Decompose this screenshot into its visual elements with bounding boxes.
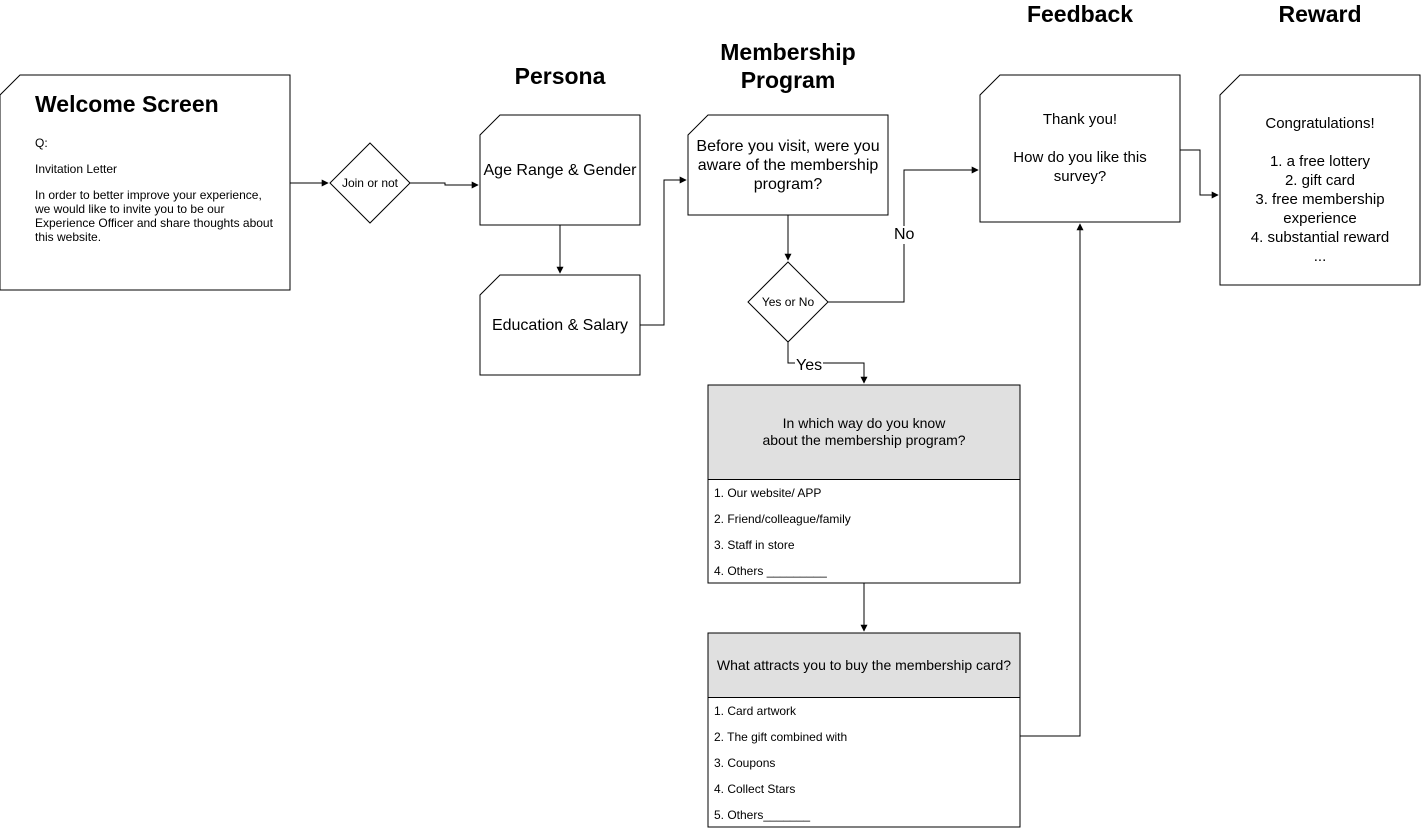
list-item: 2. The gift combined with [714, 730, 848, 744]
attract-list: 1. Card artwork 2. The gift combined wit… [708, 697, 1020, 827]
reward-card: Congratulations! 1. a free lottery 2. gi… [1250, 115, 1390, 265]
welcome-subtitle: Invitation Letter [35, 162, 118, 176]
heading-reward: Reward [1278, 1, 1362, 27]
know-list-header: In which way do you know about the membe… [762, 415, 966, 448]
education-salary-card: Education & Salary [491, 316, 629, 334]
edge-label-no: No [893, 226, 916, 244]
heading-persona: Persona [514, 63, 606, 89]
age-gender-card: Age Range & Gender [483, 161, 637, 179]
yes-no-decision-label: Yes or No [761, 295, 815, 309]
welcome-card: Welcome Screen Q: Invitation Letter In o… [35, 90, 280, 244]
edge-education-to-membership [640, 176, 687, 326]
welcome-card-shape [0, 74, 291, 291]
feedback-card: Thank you! How do you like this survey? [1013, 111, 1147, 185]
list-item: 1. Our website/ APP [714, 486, 822, 500]
know-list: 1. Our website/ APP 2. Friend/colleague/… [708, 479, 1020, 583]
list-item: 4. Collect Stars [714, 782, 796, 796]
reward-card-shape [1219, 74, 1421, 286]
edge-label-yes: Yes [795, 357, 824, 375]
join-decision-label: Join or not [341, 176, 399, 190]
list-item: 3. Staff in store [714, 538, 795, 552]
attract-list-header: What attracts you to buy the membership … [716, 656, 1012, 673]
list-item: 4. Others _________ [714, 564, 827, 578]
list-item: 5. Others_______ [714, 808, 811, 822]
welcome-body: In order to better improve your experien… [35, 188, 273, 244]
list-item: 2. Friend/colleague/family [714, 512, 851, 526]
edge-yes-to-know-list [787, 342, 868, 384]
edge-attract-to-feedback [1020, 223, 1084, 737]
welcome-title: Welcome Screen [35, 91, 219, 117]
edge-join-to-age [410, 181, 479, 189]
edge-feedback-to-reward [1180, 149, 1219, 199]
heading-feedback: Feedback [1026, 1, 1134, 27]
heading-membership-program: Membership Program [720, 39, 856, 93]
welcome-q: Q: [35, 136, 48, 150]
join-decision-shape [329, 142, 411, 224]
list-item: 1. Card artwork [714, 704, 797, 718]
feedback-card-shape [979, 74, 1181, 223]
list-item: 3. Coupons [714, 756, 776, 770]
education-card-shape [479, 274, 641, 376]
membership-question-card: Before you visit, were you aware of the … [696, 137, 880, 193]
